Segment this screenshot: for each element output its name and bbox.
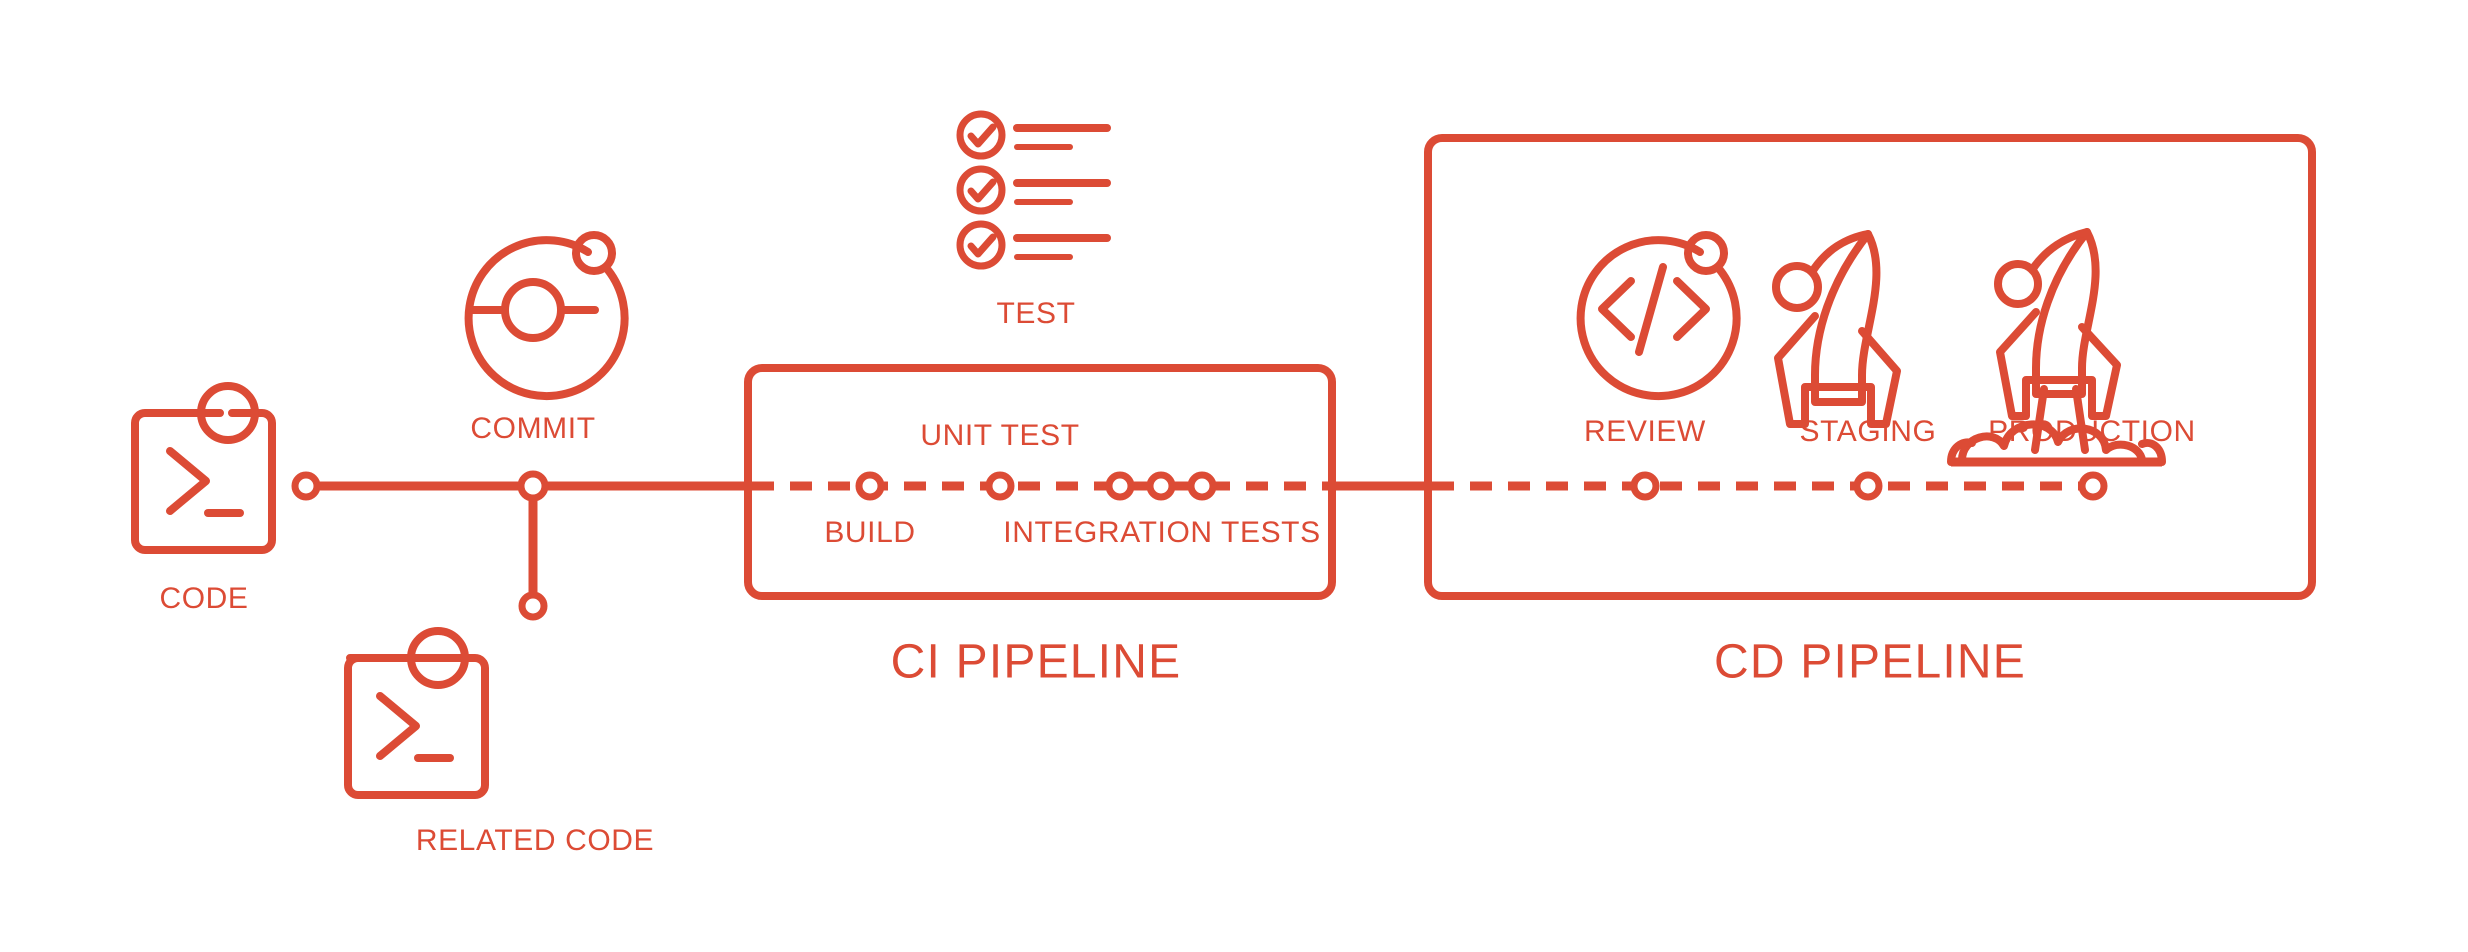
rocket-launch-icon[interactable]: [1947, 228, 2166, 467]
production-label: PRODUCTION: [1988, 415, 2196, 448]
commit-label: COMMIT: [470, 412, 595, 445]
timeline-dot-production[interactable]: [2078, 471, 2108, 501]
unit-test-label: UNIT TEST: [920, 419, 1079, 452]
terminal-code-icon-related[interactable]: [344, 627, 489, 799]
ci-pipeline-title: CI PIPELINE: [891, 636, 1182, 689]
timeline-dot-unit-test[interactable]: [985, 471, 1015, 501]
rocket-idle-icon[interactable]: [1772, 230, 1901, 428]
related-code-label: RELATED CODE: [416, 824, 654, 857]
commit-orbit-icon[interactable]: [464, 231, 629, 401]
timeline-dot-integration-3[interactable]: [1187, 471, 1217, 501]
timeline-dot-staging[interactable]: [1853, 471, 1883, 501]
cd-pipeline-title: CD PIPELINE: [1714, 636, 2026, 689]
staging-label: STAGING: [1800, 415, 1937, 448]
cd-pipeline-box[interactable]: [1424, 134, 2316, 600]
ci-pipeline-box[interactable]: [744, 364, 1336, 600]
branch-dot-related-code[interactable]: [518, 591, 548, 621]
timeline-dot-commit[interactable]: [517, 470, 549, 502]
timeline-dot-build[interactable]: [855, 471, 885, 501]
build-label: BUILD: [824, 516, 915, 549]
timeline-dot-code[interactable]: [291, 471, 321, 501]
integration-tests-label: INTEGRATION TESTS: [1003, 516, 1320, 549]
terminal-code-icon-code[interactable]: [131, 382, 276, 554]
timeline-dot-integration-2[interactable]: [1146, 471, 1176, 501]
timeline-dot-review[interactable]: [1630, 471, 1660, 501]
code-review-icon[interactable]: [1576, 231, 1741, 401]
code-label: CODE: [159, 582, 248, 615]
review-label: REVIEW: [1584, 415, 1706, 448]
checklist-icon[interactable]: [956, 110, 1111, 270]
timeline-dot-integration-1[interactable]: [1105, 471, 1135, 501]
test-label: TEST: [996, 297, 1075, 330]
